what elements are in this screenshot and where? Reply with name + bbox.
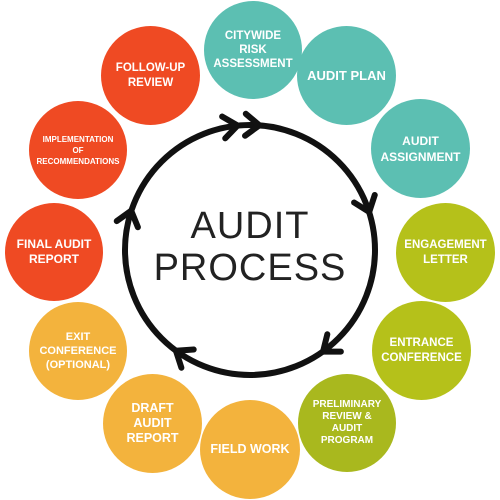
chevron-arrow-icon xyxy=(242,110,263,139)
step-label: FINAL AUDIT REPORT xyxy=(16,237,92,266)
step-draft-audit-report: DRAFT AUDIT REPORT xyxy=(103,374,202,473)
step-label: AUDIT PLAN xyxy=(307,67,386,83)
chevron-arrow-icon xyxy=(351,191,378,215)
step-entrance-conference: ENTRANCE CONFERENCE xyxy=(372,301,471,400)
chevron-arrow-icon xyxy=(172,346,197,371)
step-label: IMPLEMENTATION OF RECOMMENDATIONS xyxy=(36,134,120,166)
chevron-arrow-icon xyxy=(219,113,241,142)
step-label: FIELD WORK xyxy=(210,442,290,456)
step-engagement-letter: ENGAGEMENT LETTER xyxy=(396,203,495,302)
step-label: DRAFT AUDIT REPORT xyxy=(126,401,179,445)
step-preliminary-review-audit-program: PRELIMINARY REVIEW & AUDIT PROGRAM xyxy=(298,374,396,472)
chevron-arrow-icon xyxy=(320,331,344,355)
step-exit-conference-optional: EXIT CONFERENCE (OPTIONAL) xyxy=(29,302,127,400)
center-title: AUDIT PROCESS xyxy=(150,205,350,289)
center-title-line-2: PROCESS xyxy=(153,247,347,289)
chevron-arrow-icon xyxy=(113,207,141,231)
step-implementation-of-recommendations: IMPLEMENTATION OF RECOMMENDATIONS xyxy=(29,101,127,199)
step-label: ENGAGEMENT LETTER xyxy=(404,238,487,266)
step-follow-up-review: FOLLOW-UP REVIEW xyxy=(101,26,200,125)
step-field-work: FIELD WORK xyxy=(200,400,300,499)
step-label: EXIT CONFERENCE (OPTIONAL) xyxy=(39,331,117,371)
step-label: AUDIT ASSIGNMENT xyxy=(380,133,461,164)
step-final-audit-report: FINAL AUDIT REPORT xyxy=(5,203,103,301)
step-citywide-risk-assessment: CITYWIDE RISK ASSESSMENT xyxy=(204,1,302,99)
step-label: FOLLOW-UP REVIEW xyxy=(115,61,186,89)
cycle-arrows xyxy=(113,110,378,371)
step-label: CITYWIDE RISK ASSESSMENT xyxy=(213,30,293,70)
step-audit-assignment: AUDIT ASSIGNMENT xyxy=(371,99,470,198)
step-label: ENTRANCE CONFERENCE xyxy=(381,336,462,364)
cycle-circle xyxy=(122,122,378,378)
step-label: PRELIMINARY REVIEW & AUDIT PROGRAM xyxy=(312,399,382,446)
center-title-line-1: AUDIT xyxy=(190,205,310,247)
step-audit-plan: AUDIT PLAN xyxy=(297,26,396,125)
